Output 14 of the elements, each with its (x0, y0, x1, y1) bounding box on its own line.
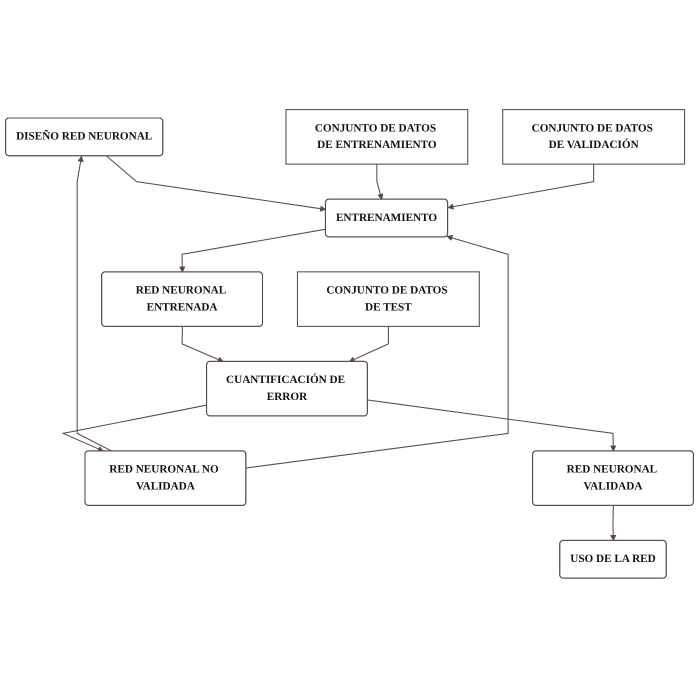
node-box: CONJUNTO DE DATOS DE VALIDACIÓN (502, 109, 686, 165)
arrow (348, 326, 389, 362)
arrow (368, 400, 616, 452)
arrow (76, 156, 112, 452)
arrow (610, 506, 616, 542)
arrow (61, 404, 207, 452)
arrow (182, 326, 224, 362)
arrow (376, 164, 384, 200)
arrow (179, 228, 326, 273)
arrow (246, 235, 509, 469)
node-box: CONJUNTO DE DATOS DE ENTRENAMIENTO (285, 109, 468, 165)
arrow (106, 156, 326, 212)
arrow (448, 164, 594, 210)
node-box: CONJUNTO DE DATOS DE TEST (296, 271, 480, 328)
